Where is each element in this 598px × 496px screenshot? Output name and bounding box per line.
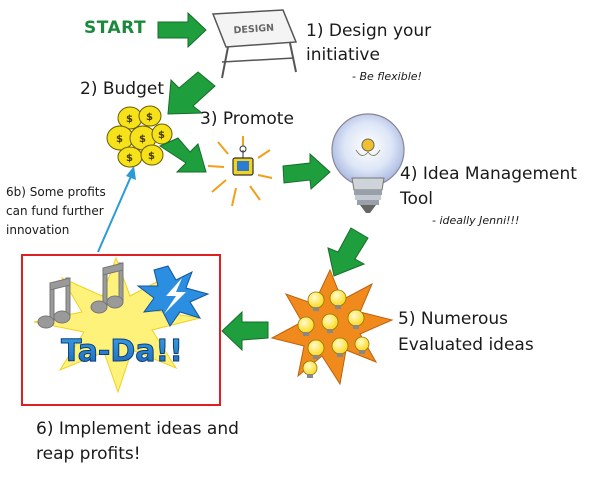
start-label: START [84, 18, 147, 38]
svg-text:$: $ [116, 134, 123, 145]
svg-text:$: $ [158, 130, 165, 141]
music-notes-icon [37, 262, 124, 329]
step-6-title-cont: reap profits! [36, 444, 141, 464]
promote-tv-icon [207, 136, 273, 207]
step-5-title: 5) Numerous [398, 309, 509, 329]
svg-text:$: $ [126, 153, 133, 164]
step-2-title: 2) Budget [80, 79, 164, 99]
design-sign-text: DESIGN [233, 23, 274, 37]
step-1-title: 1) Design your [306, 21, 432, 41]
step-1-title-cont: initiative [306, 45, 380, 65]
start-arrow [157, 11, 207, 49]
step-5-title-cont: Evaluated ideas [398, 335, 534, 355]
numerous-ideas-burst-icon [270, 268, 394, 386]
arrow-design-to-budget [167, 71, 216, 115]
lightning-burst-icon [136, 265, 210, 327]
step-6-title: 6) Implement ideas and [36, 419, 239, 439]
step-4-title-cont: Tool [400, 189, 434, 209]
step-4-note: - ideally Jenni!!! [432, 214, 520, 227]
svg-text:$: $ [139, 134, 146, 145]
idea-lightbulb-icon [331, 113, 405, 213]
svg-text:$: $ [126, 114, 133, 125]
feedback-arrow [97, 166, 136, 253]
svg-text:$: $ [148, 151, 155, 162]
step-6b-line-2: can fund further [6, 204, 104, 218]
arrow-budget-to-promote [158, 137, 207, 173]
money-bags-icon: $$ $$ $$ $ [106, 105, 173, 168]
step-6b-line-3: innovation [6, 223, 70, 237]
step-1-note: - Be flexible! [352, 70, 422, 83]
step-4-title: 4) Idea Management [400, 164, 577, 184]
arrow-bulb-to-ideas [327, 227, 369, 277]
arrow-ideas-to-implement [221, 310, 269, 352]
svg-text:$: $ [146, 112, 153, 123]
step-3-title: 3) Promote [200, 109, 294, 129]
design-easel-icon: DESIGN [211, 9, 298, 79]
tada-text: Ta-Da!! [61, 334, 183, 369]
step-6b-line-1: 6b) Some profits [6, 185, 106, 199]
arrow-promote-to-bulb [282, 152, 331, 191]
